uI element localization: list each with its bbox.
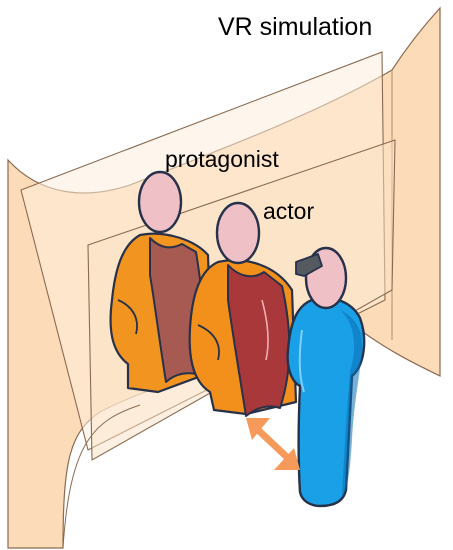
actor-scarf (227, 264, 291, 417)
protagonist-head (137, 170, 183, 234)
actor-arm (197, 324, 220, 361)
actor-label: actor (263, 198, 314, 224)
actor-figure (188, 201, 298, 417)
protagonist-label: protagonist (165, 146, 279, 172)
user-highlight (298, 329, 305, 393)
vr-headset-icon (295, 253, 323, 277)
floor-edge (62, 404, 141, 549)
double-headed-arrow-icon (246, 418, 300, 470)
vr-simulation-label: VR simulation (218, 13, 372, 41)
actor-head (215, 201, 261, 265)
actor-scarf-highlight (261, 299, 269, 361)
protagonist-arm (117, 299, 138, 335)
user-figure (286, 246, 366, 508)
user-shading (340, 310, 363, 496)
